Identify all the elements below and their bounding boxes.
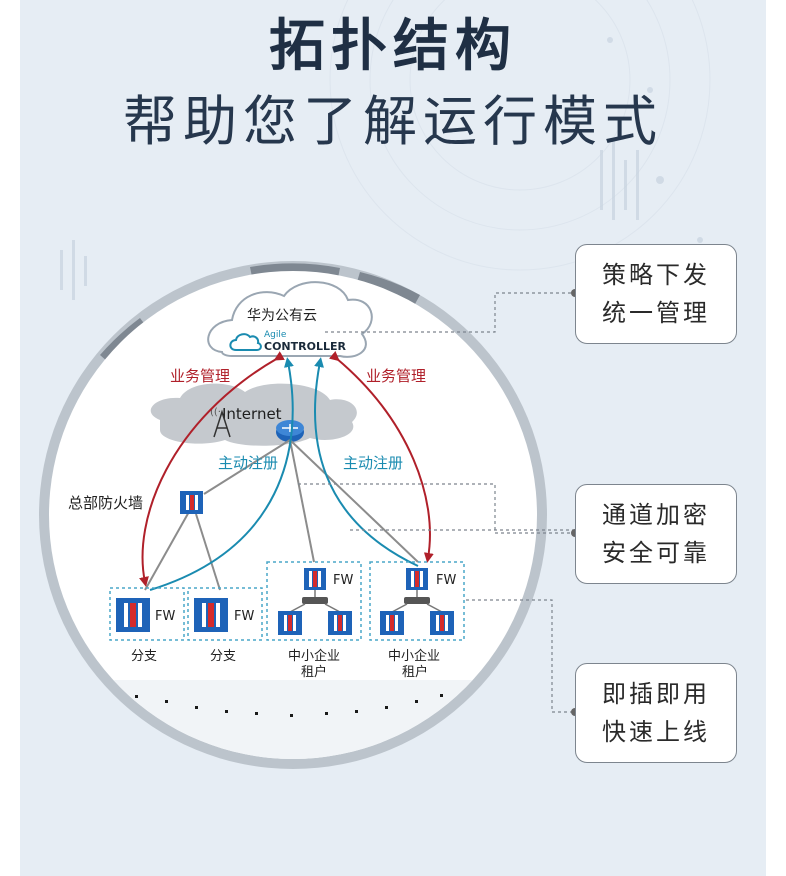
tenant-box-2 — [369, 561, 465, 641]
tenant-label-2-line1: 中小企业 — [388, 648, 440, 664]
tenant-firewall-icon-2a — [380, 611, 404, 635]
hq-firewall-label: 总部防火墙 — [68, 494, 143, 512]
callout-plugplay: 即插即用 快速上线 — [575, 663, 737, 763]
register-label-left: 主动注册 — [218, 454, 278, 472]
right-margin — [766, 0, 786, 876]
hq-firewall-icon — [180, 491, 203, 514]
branch-label-2: 分支 — [210, 649, 236, 664]
tenant-firewall-icon-2b — [430, 611, 454, 635]
tenant-label-1-line2: 租户 — [301, 664, 327, 680]
branch-box-2 — [187, 587, 263, 641]
callout-encryption-line1: 通道加密 — [602, 501, 710, 529]
callout-policy-line1: 策略下发 — [602, 261, 710, 289]
branch-label-1: 分支 — [131, 649, 157, 664]
business-arrow-left — [139, 351, 285, 587]
router-icon — [276, 420, 304, 442]
branch-box-1 — [109, 587, 185, 641]
tenant-switch-icon-1 — [289, 590, 341, 613]
callout-plugplay-line2: 快速上线 — [602, 718, 710, 746]
controller-small-label: Agile — [264, 330, 287, 340]
branch-firewall-icon-2 — [194, 598, 228, 632]
business-label-right: 业务管理 — [366, 367, 426, 385]
callout-policy: 策略下发 统一管理 — [575, 244, 737, 344]
tenant-label-2-line2: 租户 — [402, 664, 428, 680]
tenant-fw-label-2: FW — [436, 573, 456, 588]
tenant-fw-label-1: FW — [333, 573, 353, 588]
tenant-firewall-icon-1a — [278, 611, 302, 635]
cloud-label: 华为公有云 — [247, 308, 317, 324]
controller-label: CONTROLLER — [264, 340, 346, 353]
callout-plugplay-line1: 即插即用 — [602, 680, 710, 708]
register-arrow-right — [314, 357, 419, 567]
controller-logo-icon — [229, 333, 262, 351]
page-subtitle: 帮助您了解运行模式 — [123, 90, 663, 153]
register-arrow-left — [149, 357, 294, 591]
callout-encryption-line2: 安全可靠 — [602, 539, 710, 567]
tenant-box-1 — [266, 561, 362, 641]
branch-fw-label-2: FW — [234, 609, 254, 624]
branch-firewall-icon-1 — [116, 598, 150, 632]
callout-connectors — [298, 292, 575, 713]
tenant-label-1-line1: 中小企业 — [288, 648, 340, 664]
tenant-switch-icon-2 — [391, 590, 443, 613]
register-label-right: 主动注册 — [343, 454, 403, 472]
callout-policy-line2: 统一管理 — [602, 299, 710, 327]
page-title: 拓扑结构 — [269, 14, 517, 79]
business-label-left: 业务管理 — [170, 367, 230, 385]
tenant-firewall-icon-1b — [328, 611, 352, 635]
tenant-firewall-icon-1 — [304, 568, 326, 590]
internet-label: Internet — [222, 405, 282, 423]
left-margin — [0, 0, 20, 876]
tenant-firewall-icon-2 — [406, 568, 428, 590]
business-arrow-right — [328, 350, 434, 563]
branch-fw-label-1: FW — [155, 609, 175, 624]
callout-encryption: 通道加密 安全可靠 — [575, 484, 737, 584]
